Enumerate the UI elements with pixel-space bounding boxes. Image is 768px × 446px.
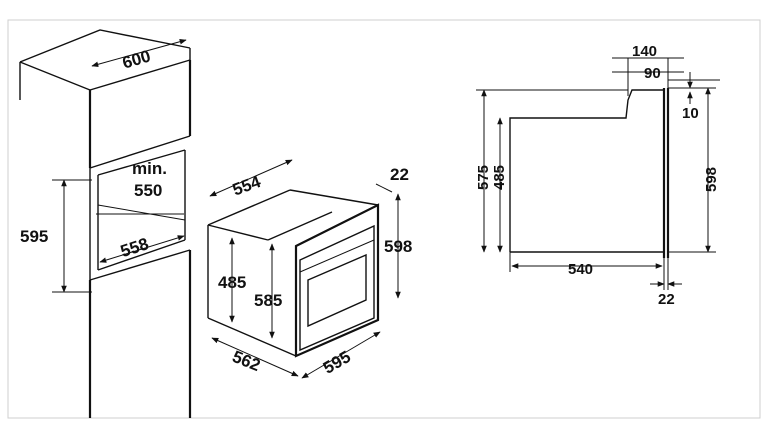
side-depth-540-label: 540 — [568, 261, 593, 278]
min-height-label: 550 — [134, 181, 162, 200]
niche-width-label: 600 — [120, 46, 153, 72]
side-profile-drawing — [509, 88, 670, 258]
niche-height-label: 595 — [20, 227, 48, 246]
oven-total-height-label: 598 — [384, 237, 412, 256]
frame-border — [7, 19, 761, 419]
min-label: min. — [132, 159, 167, 178]
door-thickness-label: 22 — [390, 165, 409, 184]
side-top-140-label: 140 — [632, 43, 657, 60]
side-gap-10-label: 10 — [682, 105, 699, 122]
oven-front-width-label: 595 — [320, 347, 354, 378]
side-height-485-label: 485 — [491, 165, 508, 190]
oven-front-height-label: 585 — [254, 291, 282, 310]
oven-depth-label: 554 — [230, 172, 264, 200]
side-height-575-label: 575 — [475, 165, 492, 190]
side-height-598-label: 598 — [703, 167, 720, 192]
dim-lines-oven — [209, 159, 401, 379]
niche-depth-label: 558 — [118, 234, 151, 261]
side-door-22-label: 22 — [658, 291, 675, 308]
oven-body-height-label: 485 — [218, 273, 246, 292]
oven-body-depth-label: 562 — [230, 347, 263, 375]
dim-lines-side — [476, 57, 720, 290]
dim-lines-left — [52, 38, 187, 293]
side-top-90-label: 90 — [644, 65, 661, 82]
cabinet-drawing — [19, 29, 192, 418]
oven-drawing — [207, 189, 380, 358]
